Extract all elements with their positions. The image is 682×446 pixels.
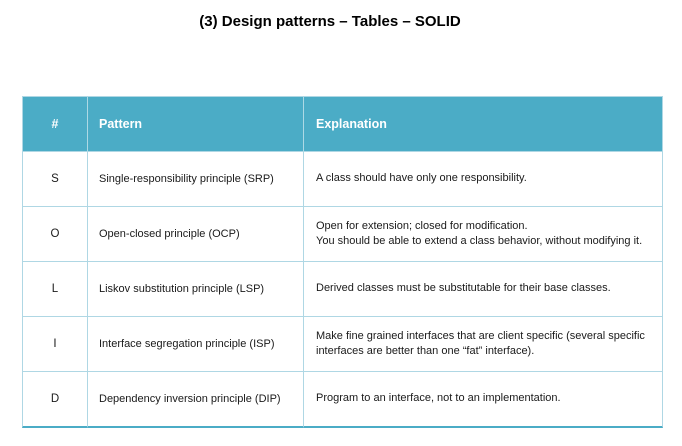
explanation-line: Make fine grained interfaces that are cl… — [316, 329, 645, 342]
explanation-line: interfaces are better than one “fat” int… — [316, 345, 535, 357]
column-header-explanation: Explanation — [303, 96, 663, 152]
table-row-ocp: O Open-closed principle (OCP) Open for e… — [22, 207, 663, 262]
cell-principle-letter: L — [22, 262, 87, 317]
solid-table-container: # Pattern Explanation S Single-responsib… — [22, 96, 663, 428]
table-row-dip: D Dependency inversion principle (DIP) P… — [22, 372, 663, 428]
explanation-line: You should be able to extend a class beh… — [316, 235, 643, 247]
explanation-line: Derived classes must be substitutable fo… — [316, 282, 611, 295]
cell-principle-letter: O — [22, 207, 87, 262]
cell-pattern: Interface segregation principle (ISP) — [87, 317, 303, 372]
cell-pattern: Single-responsibility principle (SRP) — [87, 152, 303, 207]
cell-explanation: Program to an interface, not to an imple… — [303, 372, 663, 428]
column-header-pattern: Pattern — [87, 96, 303, 152]
explanation-line: Program to an interface, not to an imple… — [316, 392, 561, 405]
cell-pattern: Dependency inversion principle (DIP) — [87, 372, 303, 428]
column-header-number: # — [22, 96, 87, 152]
solid-principles-table: # Pattern Explanation S Single-responsib… — [22, 96, 663, 428]
header-row: # Pattern Explanation — [22, 96, 663, 152]
cell-pattern: Open-closed principle (OCP) — [87, 207, 303, 262]
table-header: # Pattern Explanation — [22, 96, 663, 152]
explanation-line: A class should have only one responsibil… — [316, 172, 527, 185]
table-row-srp: S Single-responsibility principle (SRP) … — [22, 152, 663, 207]
table-row-isp: I Interface segregation principle (ISP) … — [22, 317, 663, 372]
explanation-line: Open for extension; closed for modificat… — [316, 219, 528, 232]
table-body: S Single-responsibility principle (SRP) … — [22, 152, 663, 428]
cell-explanation: Derived classes must be substitutable fo… — [303, 262, 663, 317]
cell-explanation: Make fine grained interfaces that are cl… — [303, 317, 663, 372]
cell-explanation: Open for extension; closed for modificat… — [303, 207, 663, 262]
cell-principle-letter: S — [22, 152, 87, 207]
cell-explanation: A class should have only one responsibil… — [303, 152, 663, 207]
cell-principle-letter: I — [22, 317, 87, 372]
table-row-lsp: L Liskov substitution principle (LSP) De… — [22, 262, 663, 317]
cell-principle-letter: D — [22, 372, 87, 428]
page-title: (3) Design patterns – Tables – SOLID — [199, 13, 461, 30]
cell-pattern: Liskov substitution principle (LSP) — [87, 262, 303, 317]
